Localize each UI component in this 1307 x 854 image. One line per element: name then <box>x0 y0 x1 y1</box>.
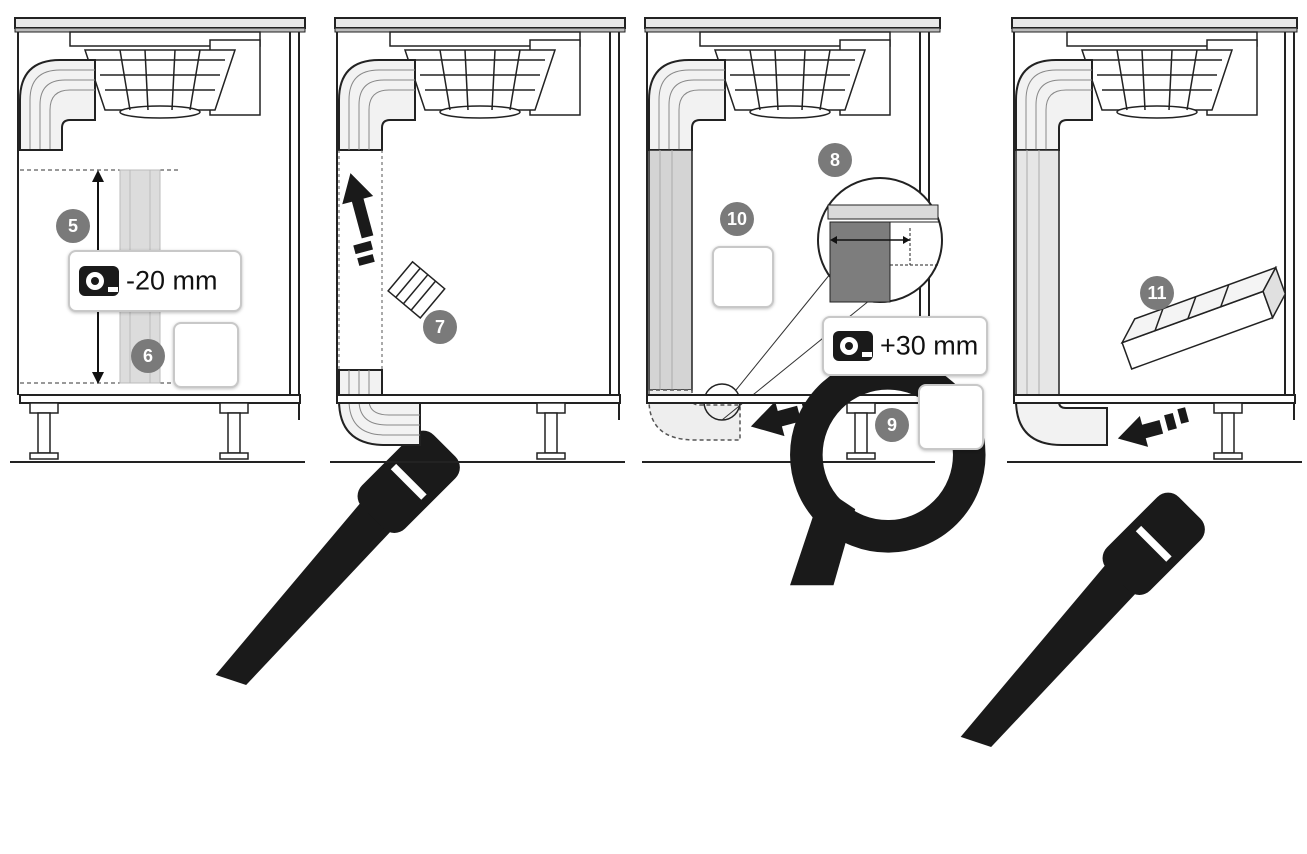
panel-step-8-10-9: 8 10 +30 mm 9 <box>640 0 1205 748</box>
cabinet-diagram-3 <box>642 17 943 463</box>
step-badge-8: 8 <box>818 143 852 177</box>
step-badge-7: 7 <box>423 310 457 344</box>
panel-step-7: 7 <box>325 0 640 468</box>
cabinet-feet <box>846 402 876 460</box>
panel-step-5-6: 5 -20 mm 6 <box>0 0 460 686</box>
plinth-panel <box>1120 265 1287 370</box>
step-badge-5: 5 <box>56 209 90 243</box>
duct-piece <box>387 260 446 319</box>
cabinet-diagram-2 <box>330 17 626 463</box>
slide-arrow <box>1117 407 1189 447</box>
step-badge-9: 9 <box>875 408 909 442</box>
panel-step-11: 11 <box>992 0 1307 468</box>
saw-tool-box <box>918 384 1205 748</box>
tape-measure-icon <box>79 266 119 296</box>
measurement-label: -20 mm <box>126 265 218 296</box>
cabinet-feet <box>29 402 249 460</box>
cabinet-diagram-4 <box>1007 17 1302 463</box>
fan-unit <box>69 31 261 119</box>
fan-unit <box>699 31 891 119</box>
measurement-label: +30 mm <box>880 330 979 361</box>
fan-unit <box>1066 31 1258 119</box>
cabinet-feet <box>1213 402 1243 460</box>
step-badge-11: 11 <box>1140 276 1174 310</box>
tape-tool-box <box>712 246 986 586</box>
step-badge-6: 6 <box>131 339 165 373</box>
tape-measure-icon <box>833 331 873 361</box>
measurement-box: +30 mm <box>822 316 988 376</box>
fan-unit <box>389 31 581 119</box>
saw-tool-box <box>173 322 460 686</box>
step-badge-10: 10 <box>720 202 754 236</box>
cabinet-feet <box>536 402 566 460</box>
measurement-box: -20 mm <box>68 250 242 312</box>
insert-arrow <box>342 173 375 266</box>
